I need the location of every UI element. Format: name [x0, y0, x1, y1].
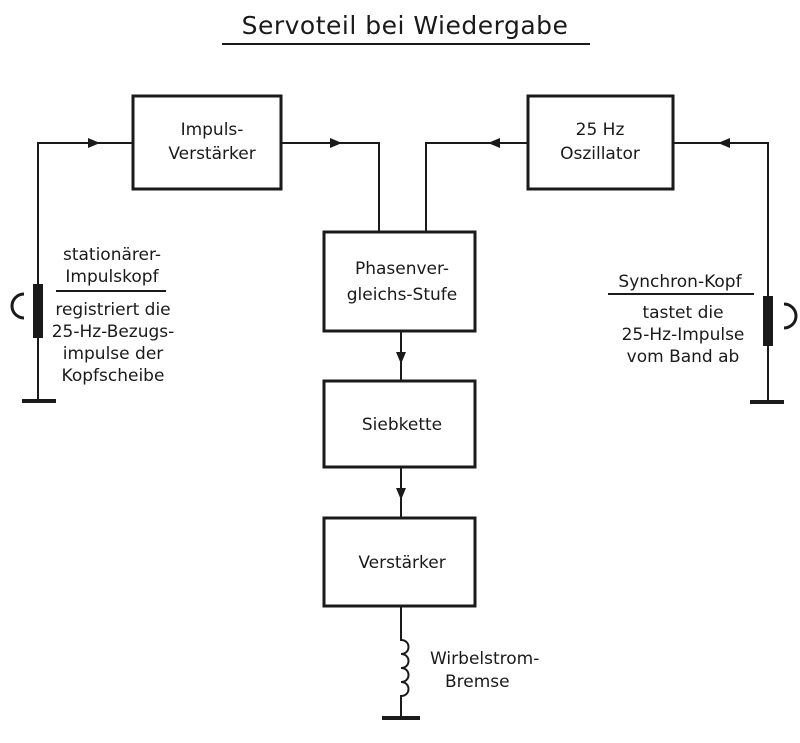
- left-head-description: impulse der: [63, 344, 164, 364]
- left-head-name: stationärer-: [63, 245, 161, 265]
- block-label-line: 25 Hz: [576, 120, 625, 140]
- arrow-down-icon: [396, 352, 406, 364]
- arrow-down-icon: [396, 488, 406, 500]
- brake-label-line: Bremse: [445, 672, 510, 692]
- right-magnetic-head-icon: [763, 296, 798, 346]
- right-head-description: vom Band ab: [627, 347, 740, 367]
- block-oszillator: 25 Hz Oszillator: [526, 94, 675, 191]
- arrow-left-icon: [488, 138, 500, 148]
- left-head-label: stationärer- Impulskopf registriert die …: [52, 245, 175, 386]
- arrow-right-icon: [88, 138, 100, 148]
- block-label-line: Oszillator: [560, 144, 640, 164]
- left-head-description: 25-Hz-Bezugs-: [52, 322, 175, 342]
- brake-label-line: Wirbelstrom-: [430, 649, 539, 669]
- left-magnetic-head-icon: [10, 284, 43, 338]
- right-head-description: 25-Hz-Impulse: [622, 325, 745, 345]
- wire-impuls-to-phasenvergleich: [281, 142, 380, 232]
- brake-coil-icon: [400, 606, 410, 718]
- block-label-line: Verstärker: [168, 144, 255, 164]
- arrow-right-icon: [330, 138, 342, 148]
- left-head-description: Kopfscheibe: [62, 366, 165, 386]
- block-label: Verstärker: [358, 553, 445, 573]
- right-head-description: tastet die: [642, 303, 723, 323]
- brake-label: Wirbelstrom- Bremse: [430, 649, 539, 692]
- left-head-description: registriert die: [55, 300, 170, 320]
- arrow-left-icon: [718, 138, 730, 148]
- block-phasenvergleich: Phasenver- gleichs-Stufe: [322, 230, 477, 333]
- block-label-line: Impuls-: [181, 120, 244, 140]
- block-impuls-verstaerker: Impuls- Verstärker: [131, 94, 283, 191]
- left-head-name: Impulskopf: [65, 267, 159, 287]
- block-label-line: Phasenver-: [355, 259, 449, 279]
- wire-oszillator-to-phasenvergleich: [425, 142, 528, 232]
- block-siebkette: Siebkette: [322, 379, 477, 469]
- diagram-title: Servoteil bei Wiedergabe: [242, 11, 569, 40]
- block-label: Siebkette: [362, 415, 442, 435]
- right-head-name: Synchron-Kopf: [618, 272, 742, 292]
- block-label-line: gleichs-Stufe: [347, 285, 457, 305]
- right-head-label: Synchron-Kopf tastet die 25-Hz-Impulse v…: [608, 272, 754, 367]
- block-verstaerker: Verstärker: [322, 516, 477, 608]
